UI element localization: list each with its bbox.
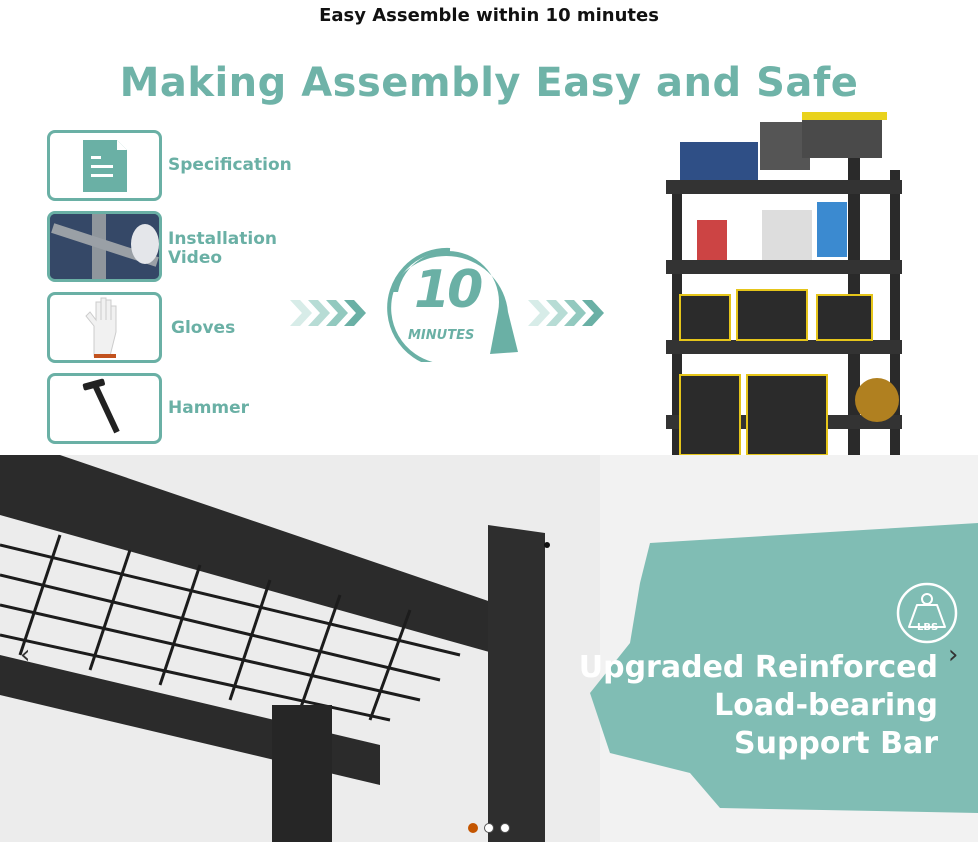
glove-icon [84, 297, 116, 358]
clock-number: 10 [414, 260, 483, 320]
hammer-label: Hammer [168, 398, 250, 418]
carousel-dot-3[interactable] [500, 823, 510, 833]
assembly-heading: Making Assembly Easy and Safe [119, 60, 859, 106]
carousel-next-button[interactable]: › [948, 640, 959, 670]
gloves-label: Gloves [171, 318, 236, 338]
section-caption: Easy Assemble within 10 minutes [319, 5, 659, 26]
ten-minutes-clock: 10 MINUTES [380, 242, 520, 362]
installation-video-text: Installation Video [168, 229, 278, 268]
headline-line-2: Load-bearing [714, 688, 938, 723]
support-bar-headline: Upgraded Reinforced Load-bearing Support… [579, 649, 938, 763]
weight-lbs-icon [896, 582, 958, 644]
clock-arrow-icon [387, 247, 518, 362]
carousel-prev-button[interactable]: ‹ [20, 640, 31, 670]
clock-unit: MINUTES [408, 328, 475, 343]
assembly-image: Making Assembly Easy and Safe Specificat… [0, 40, 978, 455]
headline-line-1: Upgraded Reinforced [578, 650, 938, 685]
video-thumbnail [50, 214, 159, 279]
gloves-box [47, 292, 162, 363]
chevrons-right-icon [528, 300, 604, 326]
hammer-icon [82, 378, 120, 433]
shelf-closeup-photo [0, 455, 600, 842]
headline-line-3: Support Bar [733, 726, 938, 761]
shelf-product-photo [666, 112, 902, 455]
hammer-box [47, 373, 162, 444]
brush-stroke-background [590, 523, 978, 813]
specification-box [47, 130, 162, 201]
specification-label: Specification [168, 155, 292, 175]
carousel-dot-1[interactable] [468, 823, 478, 833]
lbs-badge-text: LBS [917, 622, 939, 633]
carousel-dot-2[interactable] [484, 823, 494, 833]
installation-video-thumbnail[interactable] [47, 211, 162, 282]
document-icon [82, 139, 127, 192]
support-bar-image: LBS Upgraded Reinforced Load-bearing Sup… [0, 455, 978, 842]
chevrons-left-icon [290, 300, 366, 326]
installation-video-label: Installation Video [168, 229, 278, 268]
